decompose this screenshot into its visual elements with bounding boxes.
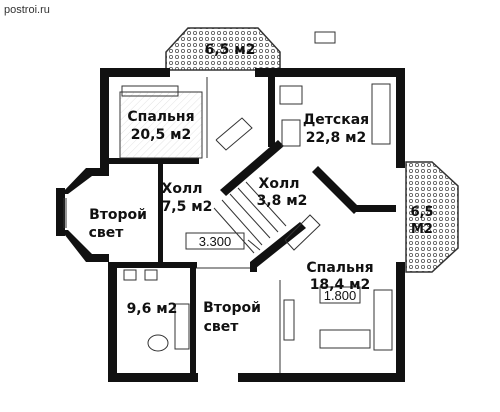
balcony-right-unit: М2: [411, 222, 433, 237]
kids-room-name: Детская: [303, 112, 369, 128]
balcony-right: [405, 161, 459, 273]
left-bay-windows: [63, 198, 67, 228]
furniture: [121, 83, 393, 352]
second-light-bottom-line2: свет: [204, 319, 240, 335]
skylight-symbol: [314, 31, 336, 44]
hall-left-area: 7,5 м2: [162, 199, 213, 215]
level-mark-left: 3.300: [199, 234, 232, 249]
outer-walls: [56, 68, 405, 382]
second-light-left-line1: Второй: [89, 207, 147, 223]
level-mark-right: 1.800: [324, 288, 357, 303]
second-light-left-line2: свет: [89, 225, 125, 241]
bedroom-bottom-name: Спальня: [306, 260, 373, 276]
balcony-right-area: 6,5: [410, 205, 433, 220]
bathroom-area: 9,6 м2: [127, 301, 178, 317]
bedroom-bottom-area: 18,4 м2: [310, 277, 371, 293]
site-watermark: postroi.ru: [4, 4, 50, 16]
balcony-top-area: 6,5 м2: [205, 42, 256, 58]
bedroom-top-name: Спальня: [127, 109, 194, 125]
bedroom-rug: [120, 92, 202, 158]
kids-room-area: 22,8 м2: [306, 130, 367, 146]
bedroom-top-area: 20,5 м2: [131, 127, 192, 143]
hall-right-name: Холл: [259, 176, 300, 192]
second-light-bottom-line1: Второй: [203, 300, 261, 316]
hall-left-name: Холл: [162, 181, 203, 197]
hall-right-area: 3,8 м2: [257, 193, 308, 209]
